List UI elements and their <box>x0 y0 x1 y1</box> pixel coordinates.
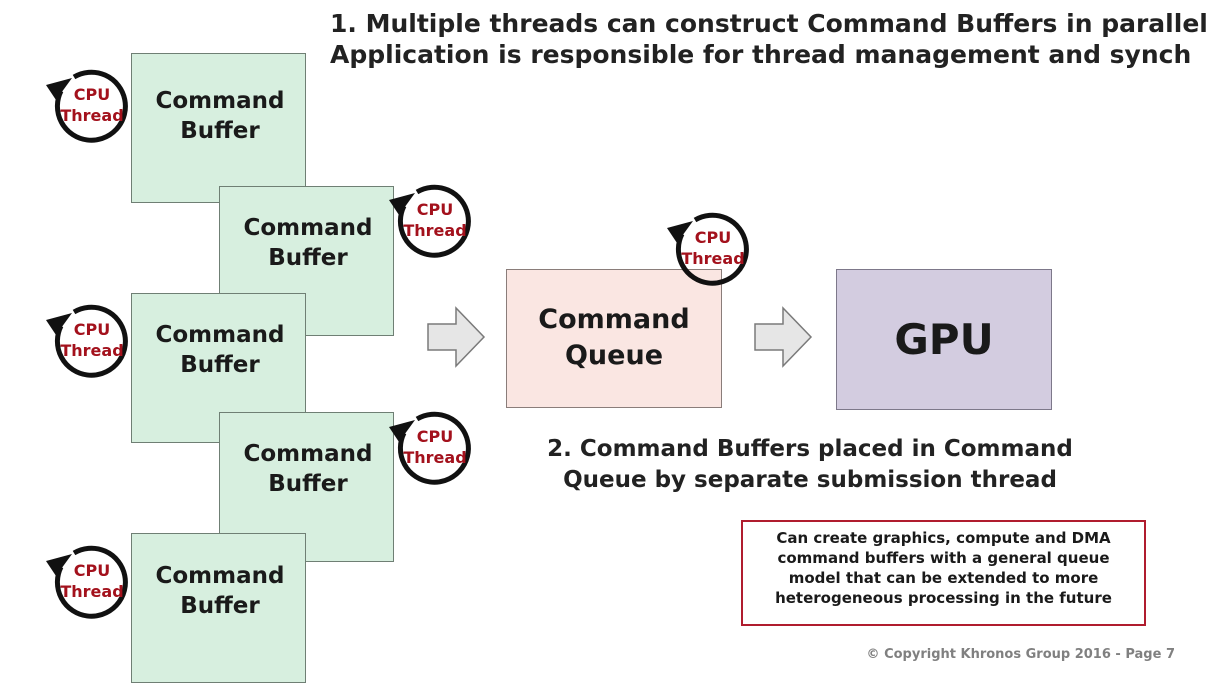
rotate-arrow-icon <box>46 545 128 619</box>
rotate-arrow-icon <box>389 411 471 485</box>
note-text: Can create graphics, compute and DMA com… <box>775 529 1112 607</box>
command-buffer-box-5 <box>131 533 306 683</box>
rotate-arrow-icon <box>389 184 471 258</box>
rotate-arrow-icon <box>46 304 128 378</box>
gpu-label: GPU <box>894 315 994 364</box>
step-2-line-1: 2. Command Buffers placed in Command <box>547 436 1073 462</box>
rotate-arrow-icon <box>46 69 128 143</box>
gpu-box: GPU <box>836 269 1052 410</box>
command-queue-box <box>506 269 722 408</box>
command-buffer-box-1 <box>131 53 306 203</box>
copyright-footer: © Copyright Khronos Group 2016 - Page 7 <box>866 647 1175 662</box>
title-line-2: Application is responsible for thread ma… <box>330 40 1192 69</box>
step-2-line-2: Queue by separate submission thread <box>563 467 1057 493</box>
diagram-title: 1. Multiple threads can construct Comman… <box>330 8 1208 70</box>
title-line-1: 1. Multiple threads can construct Comman… <box>330 9 1208 38</box>
rotate-arrow-icon <box>667 212 749 286</box>
arrow-right-icon-2 <box>754 306 813 368</box>
note-box: Can create graphics, compute and DMA com… <box>741 520 1146 626</box>
step-2-caption: 2. Command Buffers placed in Command Que… <box>530 434 1090 496</box>
arrow-right-icon-1 <box>427 306 486 368</box>
